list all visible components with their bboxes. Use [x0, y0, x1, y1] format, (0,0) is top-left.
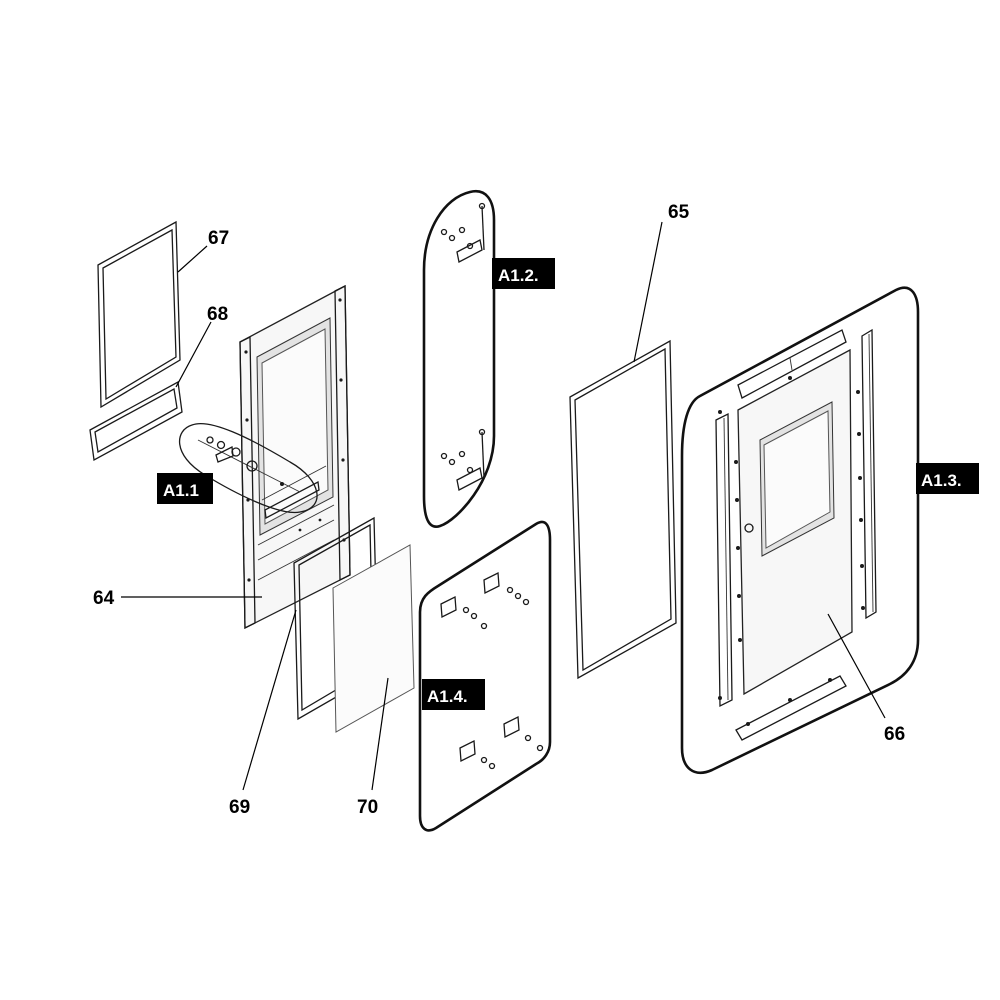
- leader-lines: [121, 221, 886, 791]
- door-bottom-bracket: [718, 675, 847, 741]
- gasket-frame-67: [97, 220, 181, 409]
- door-frame-64: [239, 284, 351, 630]
- gasket-65: [569, 339, 677, 680]
- part-number-66: 66: [884, 724, 905, 745]
- flat-gasket-68: [89, 380, 183, 462]
- door-assembly-a13: [680, 286, 920, 775]
- glass-pane-70: [332, 544, 415, 733]
- part-number-64: 64: [93, 588, 115, 609]
- assembly-tag-a12: A1.2.: [492, 258, 555, 289]
- bracket-upper-right: [483, 571, 530, 606]
- hinge-lower: [440, 428, 486, 491]
- assembly-tag-a14-label: A1.4.: [427, 687, 468, 706]
- part-number-68: 68: [207, 304, 228, 325]
- hinge-upper: [440, 202, 486, 263]
- bracket-assembly-a14: [418, 520, 552, 832]
- part-number-70: 70: [357, 797, 378, 818]
- hinge-assembly-a12: [422, 189, 496, 528]
- part-number-65: 65: [668, 202, 690, 223]
- detail-bubble-a11: [179, 423, 318, 514]
- assembly-tag-a13: A1.3.: [916, 463, 979, 494]
- assembly-tag-a12-label: A1.2.: [498, 266, 539, 285]
- door-hinge-rail-right: [856, 328, 877, 620]
- door-top-bracket: [718, 329, 847, 414]
- door-hinge-rail-left: [715, 412, 742, 708]
- assembly-tag-a14: A1.4.: [422, 679, 485, 710]
- part-number-67: 67: [208, 228, 229, 249]
- assembly-tag-a11-label: A1.1: [163, 481, 199, 500]
- part-number-69: 69: [229, 797, 250, 818]
- assembly-tag-a11: A1.1: [157, 473, 213, 504]
- assembly-tag-a13-label: A1.3.: [921, 471, 962, 490]
- bracket-lower-left: [459, 739, 496, 770]
- bracket-lower-right: [503, 715, 544, 752]
- bracket-upper-left: [440, 595, 488, 630]
